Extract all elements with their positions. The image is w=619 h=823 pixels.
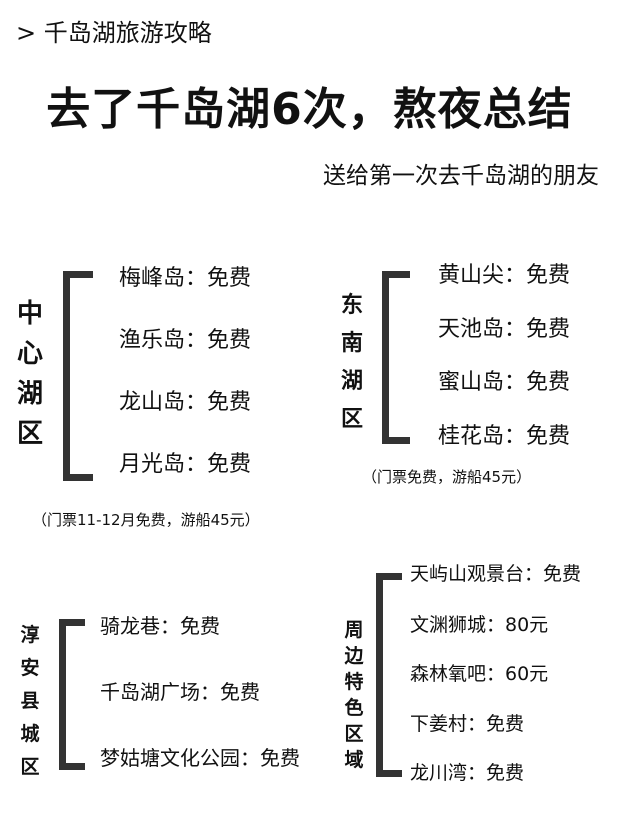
list-item: 天屿山观景台：免费 bbox=[410, 563, 582, 585]
page-title: 去了千岛湖6次，熬夜总结 bbox=[46, 84, 573, 135]
list-item: 蜜山岛：免费 bbox=[438, 370, 571, 395]
list-item: 桂花岛：免费 bbox=[438, 424, 571, 449]
section-label: 周 边 特 色 区 域 bbox=[344, 619, 364, 771]
list-item: 森林氧吧：60元 bbox=[410, 663, 549, 685]
list-item: 天池岛：免费 bbox=[438, 317, 571, 342]
list-item: 骑龙巷：免费 bbox=[100, 614, 220, 638]
bracket bbox=[59, 619, 85, 770]
list-item: 千岛湖广场：免费 bbox=[100, 680, 260, 704]
list-item: 龙川湾：免费 bbox=[410, 762, 525, 784]
bracket bbox=[63, 271, 93, 481]
list-item: 文渊狮城：80元 bbox=[410, 614, 549, 636]
page-subtitle: 送给第一次去千岛湖的朋友 bbox=[323, 163, 599, 189]
section-note: （门票免费，游船45元） bbox=[362, 468, 532, 486]
breadcrumb[interactable]: > 千岛湖旅游攻略 bbox=[16, 19, 212, 47]
section-label: 中 心 湖 区 bbox=[16, 299, 43, 449]
list-item: 下姜村：免费 bbox=[410, 713, 525, 735]
section-label: 东 南 湖 区 bbox=[340, 293, 363, 432]
list-item: 月光岛：免费 bbox=[119, 452, 252, 477]
bracket bbox=[382, 271, 410, 444]
section-note: （门票11-12月免费，游船45元） bbox=[32, 511, 260, 529]
section-label: 淳 安 县 城 区 bbox=[20, 624, 40, 778]
list-item: 梦姑塘文化公园：免费 bbox=[100, 746, 300, 770]
bracket bbox=[376, 573, 402, 777]
list-item: 梅峰岛：免费 bbox=[119, 266, 252, 291]
list-item: 龙山岛：免费 bbox=[119, 390, 252, 415]
list-item: 黄山尖：免费 bbox=[438, 263, 571, 288]
list-item: 渔乐岛：免费 bbox=[119, 328, 252, 353]
